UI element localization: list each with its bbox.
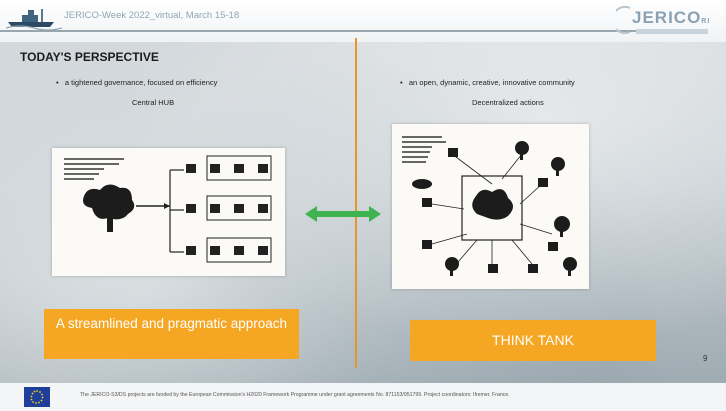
- central-hub-illustration: [64, 155, 272, 263]
- page-number: 9: [703, 354, 708, 363]
- central-hub-diagram: [52, 148, 285, 276]
- research-ship-icon: [6, 9, 62, 30]
- left-bullet: • a tightened governance, focused on eff…: [56, 78, 218, 87]
- eu-flag-icon: [24, 387, 50, 407]
- double-arrow-icon: [305, 206, 381, 222]
- header-bar: [0, 0, 726, 42]
- right-subtitle: Decentralized actions: [472, 98, 544, 107]
- decentralized-network-diagram: [392, 124, 589, 289]
- think-tank-button: THINK TANK: [410, 320, 656, 361]
- funding-notice: The JERICO-S3/DS projects are funded by …: [80, 392, 510, 398]
- right-bullet: • an open, dynamic, creative, innovative…: [400, 78, 575, 87]
- logo-wordmark: JERICORI: [632, 8, 711, 27]
- jerico-logo-icon: [616, 6, 708, 34]
- section-title: TODAY'S PERSPECTIVE: [20, 50, 159, 64]
- column-divider: [355, 38, 357, 368]
- streamlined-approach-button: A streamlined and pragmatic approach: [44, 309, 299, 359]
- footer-bar: [0, 383, 726, 411]
- header-title: JERICO-Week 2022_virtual, March 15-18: [64, 10, 240, 21]
- network-illustration: [402, 136, 577, 276]
- header-divider: [0, 30, 700, 32]
- left-subtitle: Central HUB: [132, 98, 175, 107]
